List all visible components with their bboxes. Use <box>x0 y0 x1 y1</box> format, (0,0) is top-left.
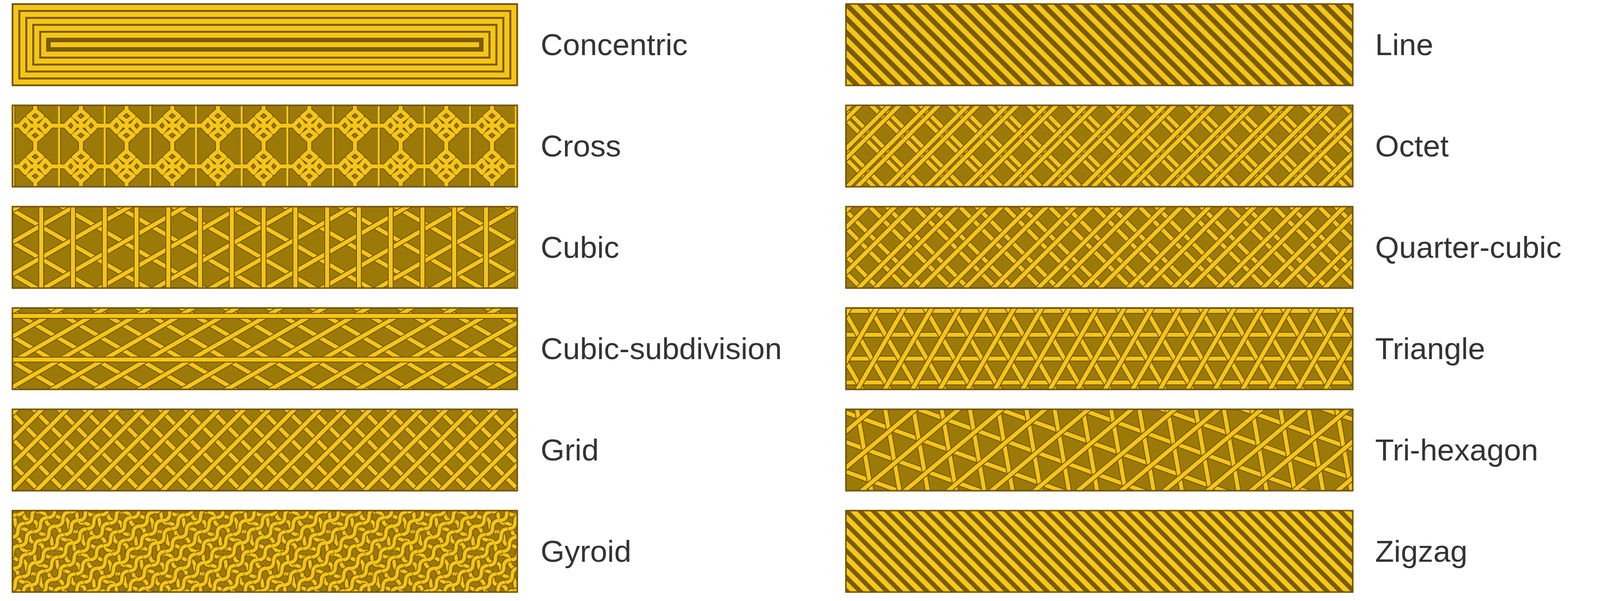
pattern-label: Cross <box>540 128 622 164</box>
infill-shape <box>12 105 518 187</box>
zigzag-swatch <box>845 510 1353 592</box>
infill-shape <box>15 7 514 82</box>
infill-shape <box>845 307 1353 390</box>
infill-shape <box>845 409 1353 491</box>
infill-shape <box>12 307 518 390</box>
infill-shape <box>845 510 1353 592</box>
infill-shape <box>845 206 1353 288</box>
infill-shape <box>12 409 518 491</box>
concentric-swatch <box>12 3 518 86</box>
pattern-label: Triangle <box>1375 330 1486 366</box>
infill-shape <box>845 105 1353 187</box>
cross-swatch <box>12 105 518 187</box>
infill-shape <box>12 206 518 288</box>
infill-shape <box>12 409 518 491</box>
cubic-swatch <box>12 206 518 288</box>
quarter-cubic-swatch <box>845 206 1353 288</box>
octet-swatch <box>845 105 1353 187</box>
infill-shape <box>845 307 1353 390</box>
infill-shape <box>12 307 518 390</box>
infill-shape <box>12 510 518 592</box>
infill-shape <box>845 105 1353 187</box>
infill-shape <box>43 35 487 55</box>
infill-shape <box>845 105 1353 187</box>
infill-shape <box>12 105 518 187</box>
pattern-label: Grid <box>540 431 599 468</box>
pattern-label: Cubic-subdivision <box>540 330 782 366</box>
infill-shape <box>12 409 518 491</box>
tri-hexagon-swatch <box>845 409 1353 491</box>
infill-shape <box>845 3 1353 86</box>
infill-shape <box>845 409 1353 491</box>
infill-shape <box>12 3 518 86</box>
pattern-label: Octet <box>1375 128 1449 164</box>
pattern-label: Gyroid <box>540 533 632 569</box>
grid-swatch <box>12 409 518 491</box>
triangle-swatch <box>845 307 1353 390</box>
infill-shape <box>12 510 518 592</box>
infill-shape <box>845 307 1353 390</box>
infill-shape <box>12 510 518 592</box>
cubic-subdivision-swatch <box>12 307 518 390</box>
infill-shape <box>12 307 518 390</box>
infill-shape <box>845 307 1353 390</box>
infill-shape <box>845 105 1353 187</box>
line-swatch <box>845 3 1353 86</box>
pattern-label: Line <box>1375 26 1434 63</box>
infill-shape <box>12 307 518 390</box>
infill-shape <box>12 206 518 288</box>
infill-shape <box>36 28 493 62</box>
infill-shape <box>845 307 1353 390</box>
infill-shape <box>845 206 1353 288</box>
infill-shape <box>50 42 480 48</box>
infill-shape <box>12 105 518 187</box>
infill-shape <box>29 21 500 69</box>
gyroid-swatch <box>12 510 518 592</box>
infill-shape <box>845 206 1353 288</box>
infill-shape <box>22 14 507 75</box>
infill-shape <box>845 3 1353 86</box>
pattern-label: Zigzag <box>1375 533 1468 569</box>
infill-shape <box>845 3 1353 86</box>
pattern-label: Tri-hexagon <box>1375 431 1539 468</box>
pattern-label: Concentric <box>540 26 688 63</box>
infill-shape <box>12 510 518 592</box>
infill-shape <box>845 206 1353 288</box>
infill-shape <box>12 206 518 288</box>
infill-shape <box>12 206 518 288</box>
infill-shape <box>845 409 1353 491</box>
infill-shape <box>12 307 518 390</box>
infill-shape <box>12 3 518 86</box>
infill-shape <box>845 409 1353 491</box>
infill-shape <box>12 206 518 288</box>
pattern-label: Quarter-cubic <box>1375 229 1562 265</box>
infill-shape <box>12 409 518 491</box>
pattern-label: Cubic <box>540 229 620 265</box>
infill-shape <box>845 409 1353 491</box>
infill-shape <box>845 510 1353 592</box>
infill-shape <box>845 510 1353 592</box>
